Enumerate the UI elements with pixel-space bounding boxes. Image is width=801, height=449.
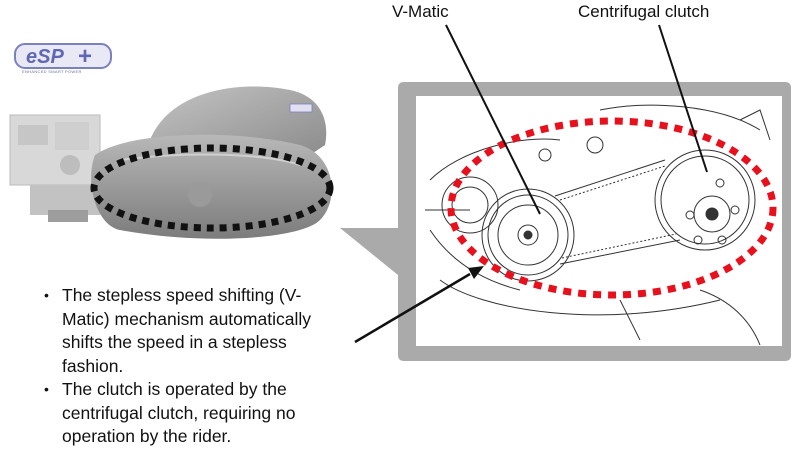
list-item: • The clutch is operated by the centrifug… <box>38 378 338 449</box>
label-vmatic: V-Matic <box>392 2 449 21</box>
list-item: • The stepless speed shifting (V-Matic) m… <box>38 284 338 378</box>
esp-logo: eSP + <box>14 43 112 70</box>
engine-illustration <box>9 86 334 239</box>
esp-tagline: ENHANCED SMART POWER <box>22 69 82 74</box>
description-list: • The stepless speed shifting (V-Matic) m… <box>38 284 338 449</box>
svg-text:+: + <box>78 43 92 70</box>
svg-text:eSP: eSP <box>26 46 64 68</box>
label-centrifugal-clutch: Centrifugal clutch <box>578 2 710 21</box>
bullet-text: The stepless speed shifting (V-Matic) me… <box>62 285 311 376</box>
bullet-text: The clutch is operated by the centrifuga… <box>62 379 296 446</box>
bullet-icon: • <box>44 381 49 397</box>
bullet-icon: • <box>44 287 49 303</box>
